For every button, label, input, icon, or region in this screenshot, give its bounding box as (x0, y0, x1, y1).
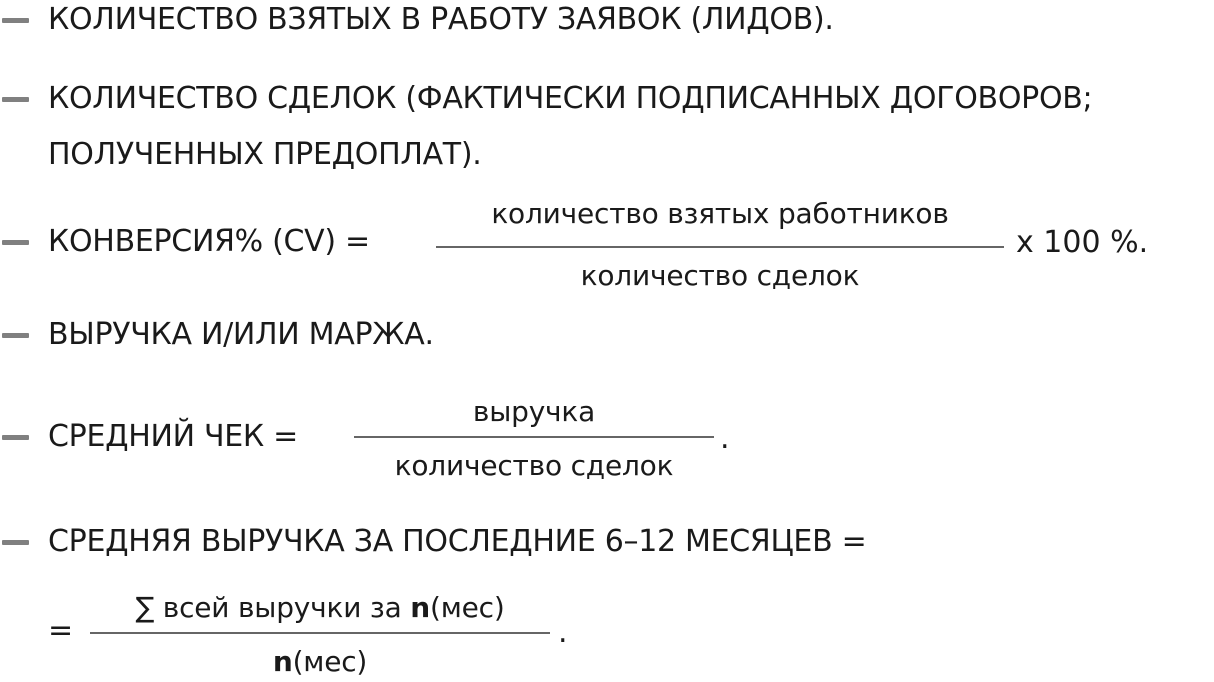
average-check-lhs: СРЕДНИЙ ЧЕК = (48, 419, 299, 454)
bullet-dash-icon (2, 240, 29, 245)
bullet-dash-icon (2, 18, 29, 23)
average-check-fraction-line (354, 436, 714, 438)
months-unit: (мес) (292, 645, 368, 678)
average-revenue-period: . (558, 615, 568, 650)
bullet-dash-icon (2, 333, 29, 338)
bullet-dash-icon (2, 435, 29, 440)
conversion-denominator: количество сделок (580, 259, 860, 292)
average-check-period: . (720, 421, 730, 456)
months-unit: (мес) (429, 591, 505, 624)
average-check-numerator: выручка (472, 395, 596, 428)
conversion-multiplier: x 100 %. (1016, 225, 1149, 260)
conversion-numerator: количество взятых работников (491, 197, 949, 230)
n-variable: n (272, 645, 293, 678)
average-revenue-denominator: n(мес) (90, 648, 550, 676)
metric-leads-count: КОЛИЧЕСТВО ВЗЯТЫХ В РАБОТУ ЗАЯВОК (ЛИДОВ… (48, 2, 834, 37)
average-revenue-fraction-line (90, 632, 550, 634)
sum-expression: ∑ всей выручки за (135, 591, 411, 624)
n-variable: n (410, 591, 430, 624)
conversion-formula-lhs: КОНВЕРСИЯ% (CV) = (48, 224, 370, 259)
metric-deals-count-line1: КОЛИЧЕСТВО СДЕЛОК (ФАКТИЧЕСКИ ПОДПИСАННЫ… (48, 81, 1093, 116)
average-revenue-numerator: ∑ всей выручки за n(мес) (90, 594, 550, 622)
average-revenue-heading: СРЕДНЯЯ ВЫРУЧКА ЗА ПОСЛЕДНИЕ 6–12 МЕСЯЦЕ… (48, 524, 867, 559)
bullet-dash-icon (2, 540, 29, 545)
conversion-fraction-line (436, 246, 1004, 248)
metric-deals-count-line2: ПОЛУЧЕННЫХ ПРЕДОПЛАТ). (48, 137, 482, 172)
bullet-dash-icon (2, 97, 29, 102)
metric-revenue-margin: ВЫРУЧКА И/ИЛИ МАРЖА. (48, 317, 434, 352)
average-check-denominator: количество сделок (394, 449, 674, 482)
average-revenue-equals: = (48, 613, 74, 648)
